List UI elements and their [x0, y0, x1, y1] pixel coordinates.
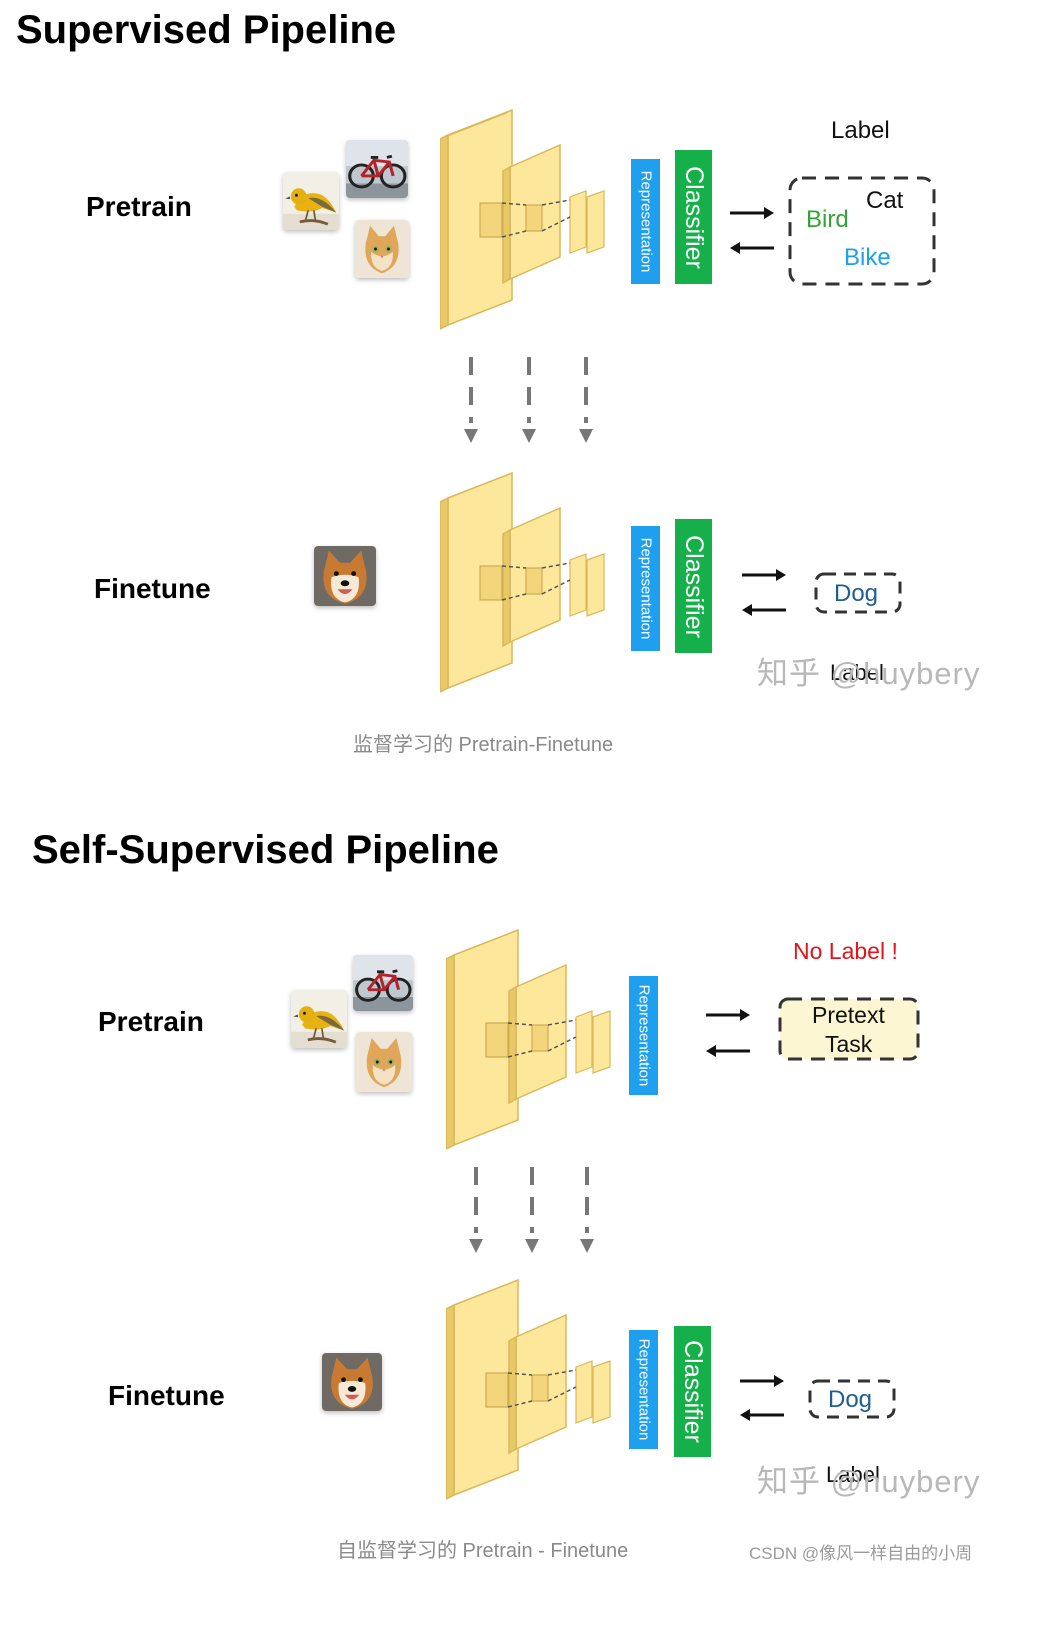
- no-label-text: No Label !: [793, 938, 898, 964]
- arrow-left-icon: [742, 604, 786, 616]
- label-bike: Bike: [844, 244, 891, 271]
- arrow-down-icon: [579, 357, 593, 443]
- encoder-layers: [446, 928, 611, 1150]
- zhihu-watermark: 知乎 @huybery: [757, 1464, 981, 1499]
- arrow-down-icon: [525, 1167, 539, 1253]
- classifier-block: Classifier: [675, 150, 712, 284]
- arrow-down-icon: [522, 357, 536, 443]
- csdn-watermark: CSDN @像风一样自由的小周: [749, 1544, 973, 1563]
- conv-layer-small: [569, 190, 605, 254]
- cat-photo: [355, 220, 409, 278]
- encoder-layers-finetune: [446, 1278, 611, 1500]
- encoder-layers: [440, 108, 605, 330]
- self-supervised-finetune-label: Finetune: [108, 1380, 225, 1411]
- zhihu-watermark: 知乎 @huybery: [757, 656, 981, 691]
- arrow-down-icon: [464, 357, 478, 443]
- label-heading: Label: [831, 117, 890, 144]
- arrow-right-icon: [706, 1009, 750, 1021]
- weight-transfer-arrows: [464, 357, 593, 443]
- supervised-caption: 监督学习的 Pretrain-Finetune: [353, 734, 614, 756]
- finetune-label-heading: Label: [826, 1462, 880, 1487]
- bike-photo: [353, 955, 413, 1011]
- representation-block: Representation: [631, 526, 660, 651]
- pretext-task-box: [778, 997, 920, 1061]
- label-box: [788, 176, 936, 286]
- arrow-down-icon: [469, 1167, 483, 1253]
- finetune-label-heading: Label: [830, 660, 884, 685]
- supervised-title: Supervised Pipeline: [16, 8, 397, 52]
- representation-block: Representation: [631, 159, 660, 284]
- representation-block: Representation: [629, 976, 658, 1095]
- cat-photo: [356, 1032, 412, 1092]
- supervised-pretrain-label: Pretrain: [86, 191, 192, 222]
- label-dog: Dog: [828, 1386, 873, 1413]
- dog-label-box: [814, 572, 902, 614]
- bike-photo: [346, 140, 408, 198]
- arrow-left-icon: [706, 1045, 750, 1057]
- arrow-down-icon: [580, 1167, 594, 1253]
- representation-block: Representation: [629, 1330, 658, 1449]
- arrow-right-icon: [730, 207, 774, 219]
- dog-photo: [314, 546, 376, 606]
- classifier-block: Classifier: [675, 519, 712, 653]
- self-supervised-title: Self-Supervised Pipeline: [32, 828, 499, 872]
- bird-photo: [283, 172, 339, 230]
- arrow-right-icon: [740, 1375, 784, 1387]
- classifier-block: Classifier: [674, 1326, 711, 1457]
- label-bird: Bird: [806, 206, 849, 233]
- pretext-text-line2: Task: [825, 1031, 873, 1057]
- supervised-finetune-label: Finetune: [94, 573, 211, 604]
- pretext-text-line1: Pretext: [812, 1002, 885, 1028]
- dog-label-box: [808, 1379, 896, 1419]
- self-supervised-caption: 自监督学习的 Pretrain - Finetune: [337, 1540, 629, 1562]
- arrow-left-icon: [730, 242, 774, 254]
- weight-transfer-arrows: [469, 1167, 594, 1253]
- arrow-left-icon: [740, 1409, 784, 1421]
- dog-photo: [322, 1353, 382, 1411]
- arrow-right-icon: [742, 569, 786, 581]
- encoder-layers-finetune: [440, 471, 605, 693]
- bird-photo: [291, 990, 347, 1048]
- self-supervised-pretrain-label: Pretrain: [98, 1006, 204, 1037]
- label-cat: Cat: [866, 187, 904, 214]
- label-dog: Dog: [834, 580, 879, 607]
